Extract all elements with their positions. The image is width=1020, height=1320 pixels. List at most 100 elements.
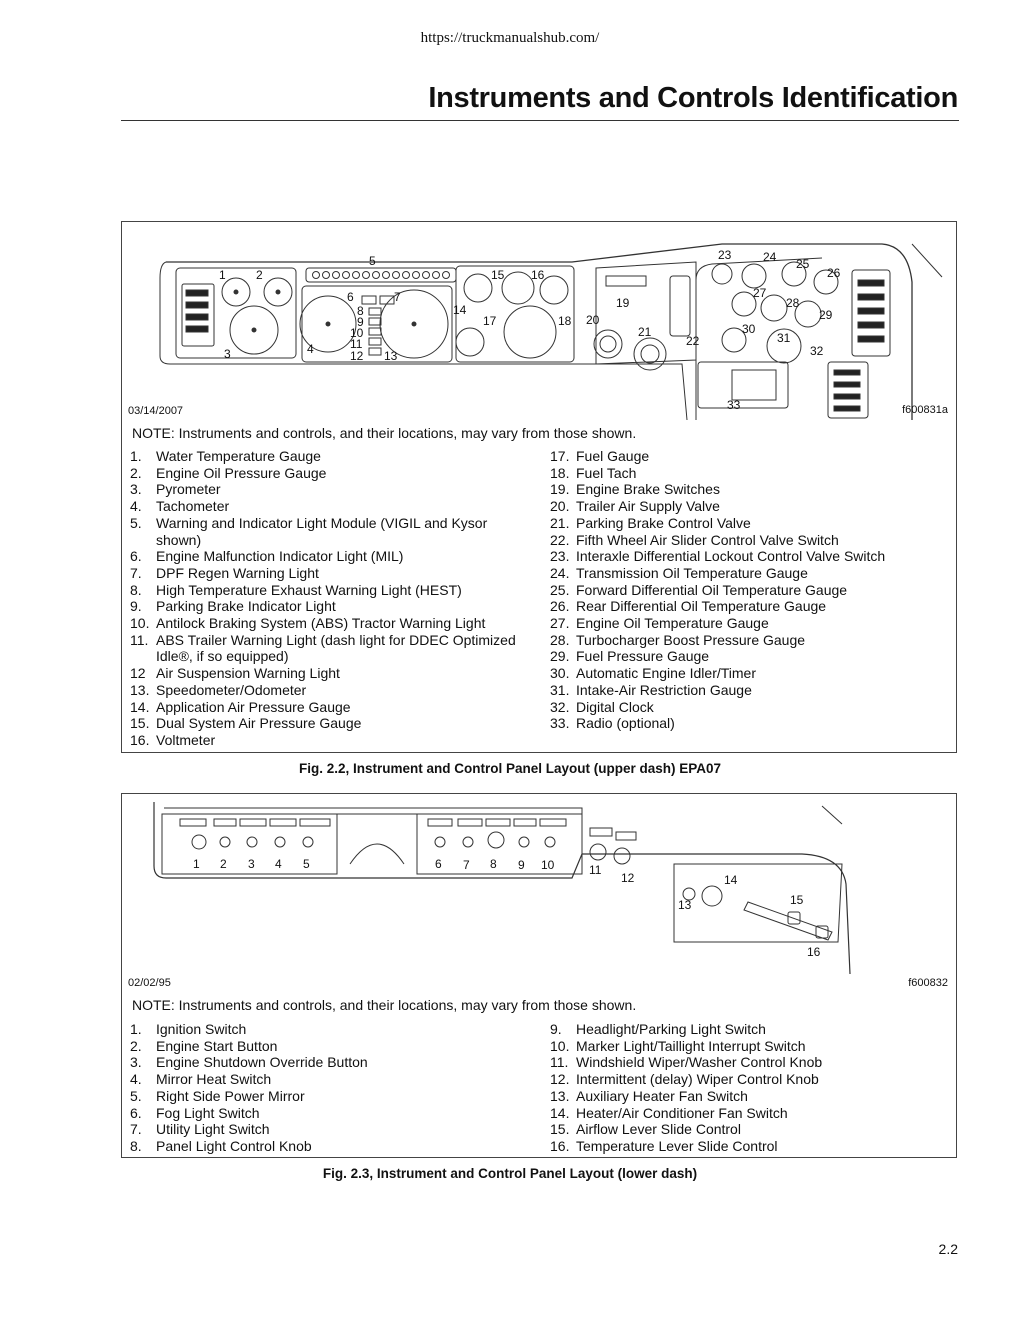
- legend-item-number: 1.: [130, 448, 142, 464]
- legend-item-number: 32.: [550, 698, 570, 715]
- legend-item: 2.Engine Oil Pressure Gauge: [130, 465, 525, 482]
- callout-label: 4: [307, 342, 314, 356]
- callout-label: 2: [256, 268, 263, 282]
- legend-item-number: 4.: [130, 498, 142, 515]
- legend-item: 21.Parking Brake Control Valve: [550, 515, 950, 532]
- figure-id: f600832: [908, 977, 948, 989]
- callout-label: 14: [724, 873, 738, 887]
- legend-item: 10. Marker Light/Taillight Interrupt Swit…: [550, 1038, 950, 1055]
- legend-item-text: Airflow Lever Slide Control: [576, 1121, 741, 1138]
- legend-item-text: Automatic Engine Idler/Timer: [576, 665, 756, 682]
- legend-item-number: 3.: [130, 1054, 142, 1071]
- callout-label: 8: [490, 857, 497, 871]
- callout-label: 31: [777, 331, 791, 345]
- callout-label: 16: [807, 945, 821, 959]
- callout-label: 22: [686, 334, 700, 348]
- legend-item-text: Trailer Air Supply Valve: [576, 498, 720, 515]
- legend-item-text: Temperature Lever Slide Control: [576, 1137, 778, 1154]
- legend-item-text: Digital Clock: [576, 698, 654, 715]
- legend-item-number: 9.: [130, 598, 142, 615]
- callout-label: 18: [558, 314, 572, 328]
- legend-item: 24.Transmission Oil Temperature Gauge: [550, 565, 950, 582]
- callout-label: 21: [638, 325, 652, 339]
- legend-item-text: Marker Light/Taillight Interrupt Switch: [576, 1037, 806, 1054]
- callout-label: 6: [347, 290, 354, 304]
- legend-item-text: Right Side Power Mirror: [156, 1087, 305, 1104]
- legend-item-text: High Temperature Exhaust Warning Light (…: [156, 581, 462, 598]
- legend-item: 2.Engine Start Button: [130, 1038, 525, 1055]
- legend-item: 5.Warning and Indicator Light Module (VI…: [130, 515, 525, 548]
- legend-item-text: Fog Light Switch: [156, 1104, 260, 1121]
- callout-label: 11: [350, 337, 363, 351]
- callout-label: 11: [589, 863, 602, 877]
- legend-item-number: 15.: [130, 715, 150, 732]
- callout-label: 27: [753, 286, 767, 300]
- callout-label: 32: [810, 344, 824, 358]
- legend-item-number: 23.: [550, 548, 570, 565]
- legend-item: 27.Engine Oil Temperature Gauge: [550, 615, 950, 632]
- legend-item-text: Auxiliary Heater Fan Switch: [576, 1087, 748, 1104]
- legend-item: 31.Intake-Air Restriction Gauge: [550, 682, 950, 699]
- legend-item-number: 20.: [550, 498, 570, 515]
- legend-item-text: Panel Light Control Knob: [156, 1137, 312, 1154]
- legend-item: 16.Voltmeter: [130, 732, 525, 749]
- legend-item-number: 3.: [130, 481, 142, 498]
- callout-label: 1: [193, 857, 200, 871]
- callout-label: 29: [819, 308, 833, 322]
- legend-item-number: 14.: [130, 698, 150, 715]
- legend-item-number: 10.: [130, 615, 150, 632]
- legend-item-number: 5.: [130, 1087, 142, 1104]
- legend-item: 5. Right Side Power Mirror: [130, 1088, 525, 1105]
- figure-upper-dash: 1 2 3 4 5 6 7 8 9 10 11 12 13 14 15 16 1…: [121, 221, 957, 753]
- legend-item-number: 17.: [550, 448, 570, 464]
- legend-item-number: 22.: [550, 531, 570, 548]
- callout-label: 8: [357, 304, 364, 318]
- legend-item-text: Antilock Braking System (ABS) Tractor Wa…: [156, 615, 486, 632]
- legend-item: 33.Radio (optional): [550, 715, 950, 732]
- callout-label: 17: [483, 314, 497, 328]
- legend-item: 10. Antilock Braking System (ABS) Tractor…: [130, 615, 525, 632]
- legend-item-text: Fuel Gauge: [576, 448, 650, 464]
- legend-item-text: Heater/Air Conditioner Fan Switch: [576, 1104, 788, 1121]
- callout-label: 1: [219, 268, 226, 282]
- legend-item-text: Warning and Indicator Light Module (VIGI…: [156, 514, 488, 548]
- source-url: https://truckmanualshub.com/: [420, 30, 600, 46]
- callout-label: 10: [541, 858, 555, 872]
- legend-item-number: 10.: [550, 1037, 570, 1054]
- callout-label: 7: [463, 858, 470, 872]
- legend-item: 19.Engine Brake Switches: [550, 481, 950, 498]
- legend-item: 4.Mirror Heat Switch: [130, 1071, 525, 1088]
- legend-item: 6.Fog Light Switch: [130, 1105, 525, 1122]
- legend-item-number: 11.: [550, 1054, 569, 1071]
- legend-item-text: Engine Oil Pressure Gauge: [156, 464, 327, 481]
- legend-item-text: Pyrometer: [156, 481, 221, 498]
- legend-item: 8.Panel Light Control Knob: [130, 1138, 525, 1155]
- legend-item: 28.Turbocharger Boost Pressure Gauge: [550, 632, 950, 649]
- legend-item: 11. ABS Trailer Warning Light (dash light…: [130, 632, 525, 665]
- legend-item: 14.Heater/Air Conditioner Fan Switch: [550, 1105, 950, 1122]
- callout-label: 5: [303, 857, 310, 871]
- figure-date: 02/02/95: [128, 977, 171, 989]
- legend-item-text: Tachometer: [156, 498, 230, 515]
- legend-item-number: 1.: [130, 1021, 142, 1037]
- legend-item: 13.Speedometer/Odometer: [130, 682, 525, 699]
- callout-label: 14: [453, 303, 467, 317]
- legend-item-number: 26.: [550, 598, 570, 615]
- callout-label: 7: [394, 290, 401, 304]
- legend-item-number: 24.: [550, 564, 570, 581]
- legend-item-text: Turbocharger Boost Pressure Gauge: [576, 631, 806, 648]
- legend-item-number: 11.: [130, 631, 149, 648]
- legend-item: 18.Fuel Tach: [550, 465, 950, 482]
- callout-label: 10: [350, 326, 364, 340]
- callout-label: 3: [248, 857, 255, 871]
- callout-label: 13: [678, 898, 692, 912]
- legend-item: 13.Auxiliary Heater Fan Switch: [550, 1088, 950, 1105]
- legend-item-number: 18.: [550, 464, 570, 481]
- legend-item: 12.Intermittent (delay) Wiper Control Kn…: [550, 1071, 950, 1088]
- legend-item-text: ABS Trailer Warning Light (dash light fo…: [156, 631, 516, 665]
- legend-item-number: 29.: [550, 648, 570, 665]
- callout-label: 6: [435, 857, 442, 871]
- legend-item: 3. Pyrometer: [130, 481, 525, 498]
